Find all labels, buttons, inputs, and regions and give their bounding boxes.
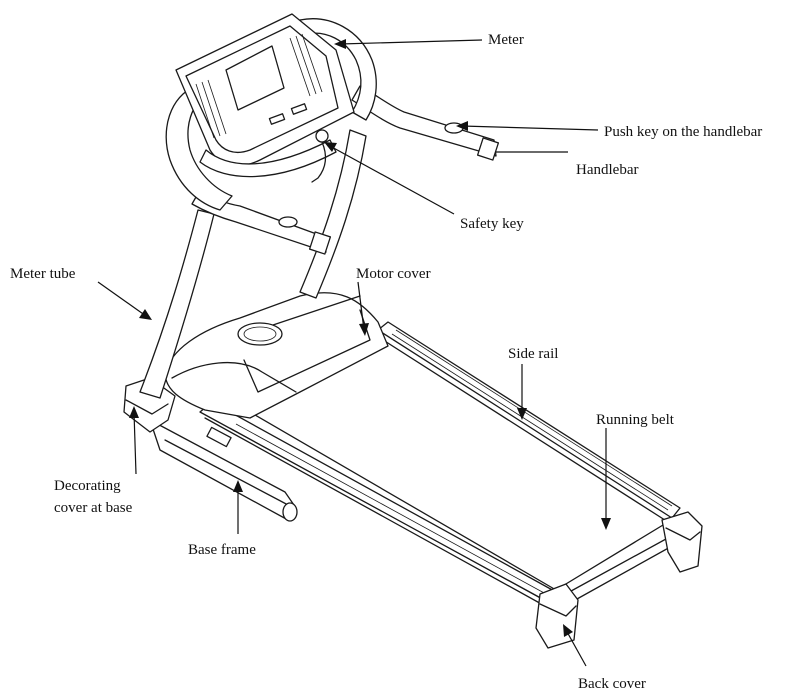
- meter-tube-part: [139, 129, 367, 399]
- label-back-cover: Back cover: [578, 676, 646, 692]
- treadmill-drawing: [123, 13, 703, 649]
- label-meter: Meter: [488, 32, 524, 48]
- meter-leader: [339, 39, 483, 45]
- label-running-belt: Running belt: [596, 412, 675, 428]
- back-cover-leader: [565, 629, 587, 667]
- label-base-frame: Base frame: [188, 542, 256, 558]
- decorating-cover-arrowhead: [129, 406, 139, 418]
- label-side-rail: Side rail: [508, 346, 558, 362]
- label-decorating-cover-1: Decorating: [54, 478, 121, 494]
- leader-lines: [97, 39, 611, 667]
- push-key-arrowhead: [456, 121, 468, 131]
- labels: Meter Push key on the handlebar Handleba…: [10, 32, 762, 692]
- safety-key-leader: [329, 145, 455, 215]
- safety-key-arrowhead: [324, 142, 337, 152]
- label-safety-key: Safety key: [460, 216, 524, 232]
- motor-cover-leader: [357, 281, 365, 331]
- meter-arrowhead: [334, 39, 346, 49]
- running-belt-arrowhead: [601, 518, 611, 530]
- label-meter-tube: Meter tube: [10, 266, 76, 282]
- motor-cover-arrowhead: [359, 323, 369, 336]
- label-handlebar: Handlebar: [576, 162, 638, 178]
- label-decorating-cover-2: cover at base: [54, 500, 133, 516]
- handlebar-left-part: [191, 189, 332, 255]
- push-key-leader: [461, 125, 599, 131]
- meter-tube-leader: [97, 281, 147, 317]
- motor-cover-part: [164, 292, 389, 419]
- decorating-cover-leader: [133, 411, 137, 475]
- side-rail-arrowhead: [517, 408, 527, 420]
- back-cover-arrowhead: [563, 624, 573, 637]
- label-push-key: Push key on the handlebar: [604, 124, 762, 140]
- base-frame-arrowhead: [233, 480, 243, 492]
- label-motor-cover: Motor cover: [356, 266, 431, 282]
- base-frame-part: [149, 419, 298, 522]
- meter-tube-arrowhead: [139, 309, 152, 320]
- meter-console-part: [175, 13, 355, 183]
